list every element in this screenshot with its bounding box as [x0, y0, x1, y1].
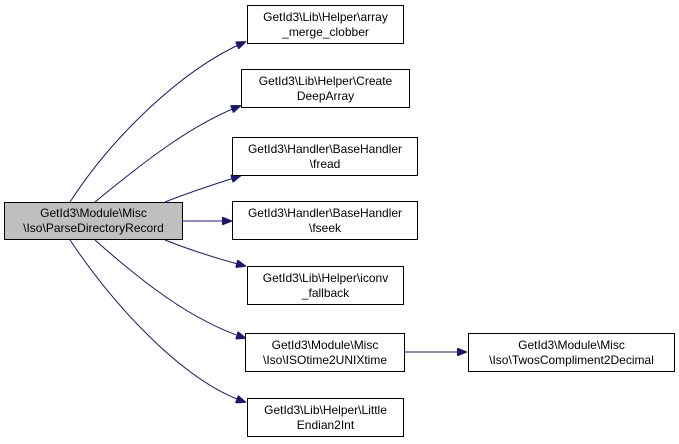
node-iconv-fallback[interactable]: GetId3\Lib\Helper\iconv _fallback [247, 266, 404, 305]
node-label-line2: DeepArray [296, 88, 355, 103]
node-label-line1: GetId3\Handler\BaseHandler [247, 205, 403, 220]
edge-root-to-iconv [164, 239, 245, 266]
node-label-line2: \Iso\TwosCompliment2Decimal [489, 352, 654, 367]
node-label-line1: GetId3\Module\Misc [40, 206, 147, 220]
node-little-endian2int[interactable]: GetId3\Lib\Helper\Little Endian2Int [247, 398, 404, 437]
node-label-line2: \Iso\ParseDirectoryRecord [23, 221, 164, 235]
node-label-line1: GetId3\Lib\Helper\Create [258, 73, 393, 88]
node-create-deep-array[interactable]: GetId3\Lib\Helper\Create DeepArray [241, 69, 410, 108]
node-label-line2: _fallback [301, 285, 350, 300]
node-label-line1: GetId3\Module\Misc [271, 337, 379, 352]
node-label-line2: \Iso\ISOtime2UNIXtime [262, 352, 388, 367]
edge-root-to-isotime [94, 239, 245, 338]
edge-root-to-merge [69, 42, 245, 203]
node-twos-compliment2decimal[interactable]: GetId3\Module\Misc \Iso\TwosCompliment2D… [468, 333, 675, 372]
node-label-line2: _merge_clobber [282, 24, 369, 39]
node-label-line1: GetId3\Lib\Helper\Little [264, 402, 387, 417]
node-array-merge-clobber[interactable]: GetId3\Lib\Helper\array _merge_clobber [247, 5, 404, 44]
edge-root-to-deeparray [94, 106, 240, 203]
node-label-line1: GetId3\Lib\Helper\iconv [262, 270, 389, 285]
node-label-line2: \fread [309, 156, 341, 171]
node-basehandler-fread[interactable]: GetId3\Handler\BaseHandler \fread [232, 137, 418, 176]
node-label-line1: GetId3\Module\Misc [518, 337, 625, 352]
edge-root-to-fread [164, 176, 240, 203]
node-label-line1: GetId3\Handler\BaseHandler [247, 141, 403, 156]
node-parse-directory-record[interactable]: GetId3\Module\Misc \Iso\ParseDirectoryRe… [4, 202, 183, 240]
node-label-line1: GetId3\Lib\Helper\array [263, 9, 388, 24]
node-label-line2: \fseek [308, 220, 341, 235]
node-basehandler-fseek[interactable]: GetId3\Handler\BaseHandler \fseek [232, 201, 418, 240]
node-label-line2: Endian2Int [296, 417, 355, 432]
edge-root-to-little [69, 239, 245, 402]
node-isotime2unixtime[interactable]: GetId3\Module\Misc \Iso\ISOtime2UNIXtime [245, 333, 405, 372]
